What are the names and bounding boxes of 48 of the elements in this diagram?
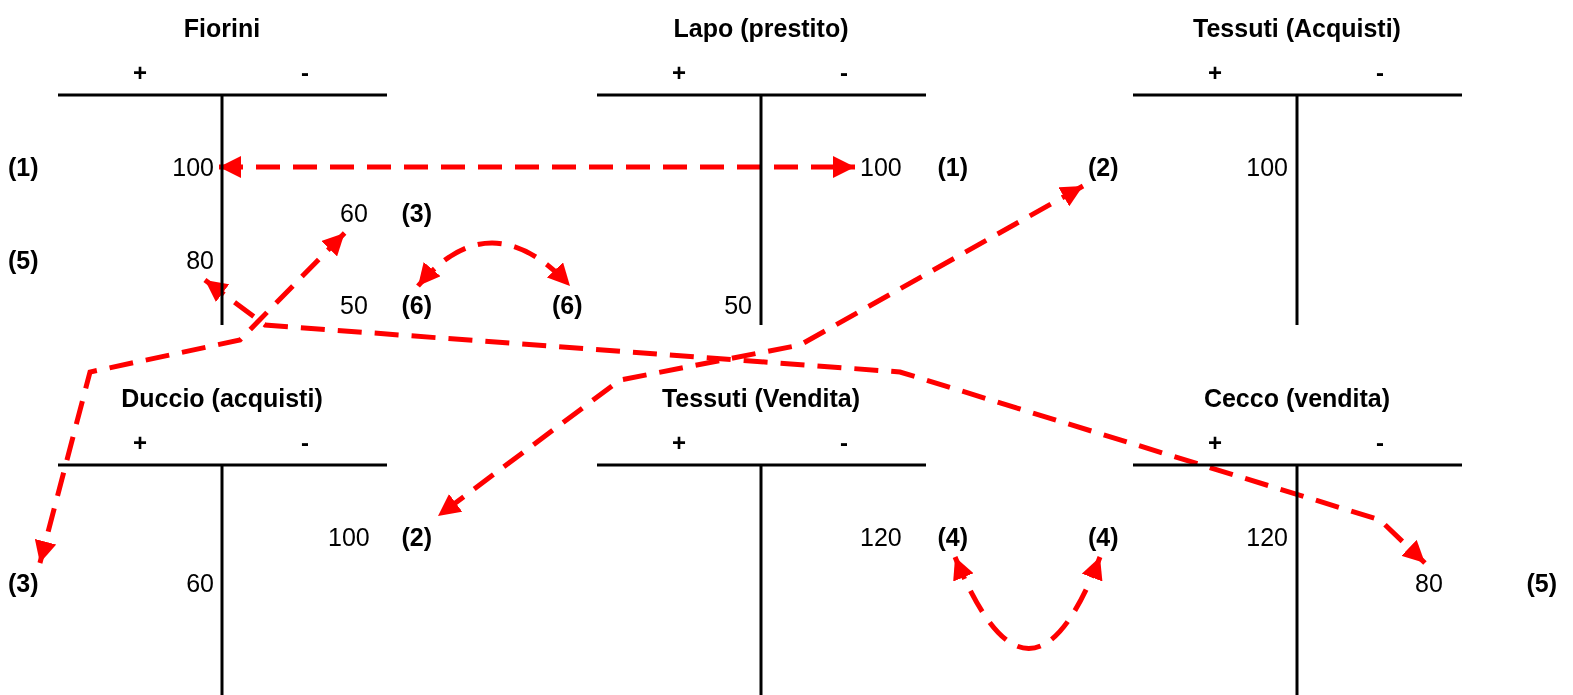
entry-number: (1) <box>8 152 39 183</box>
account-title: Cecco (vendita) <box>1203 383 1391 414</box>
sign-label: + <box>133 428 147 458</box>
amount: 100 <box>172 152 214 183</box>
sign-label: - <box>840 428 848 458</box>
entry-number: (1) <box>937 152 968 183</box>
account-title: Fiorini <box>183 13 261 44</box>
entry-number: (2) <box>401 522 432 553</box>
sign-label: + <box>133 58 147 88</box>
arrow <box>416 240 572 288</box>
entry-number: (4) <box>1088 522 1119 553</box>
amount: 100 <box>860 152 902 183</box>
entry-number: (3) <box>401 198 432 229</box>
account-title: Duccio (acquisti) <box>121 383 323 414</box>
entry-number: (5) <box>8 245 39 276</box>
sign-label: - <box>301 58 309 88</box>
amount: 50 <box>724 290 752 321</box>
sign-label: + <box>672 428 686 458</box>
entry-number: (4) <box>937 522 968 553</box>
amount: 100 <box>328 522 370 553</box>
arrow <box>436 183 1085 518</box>
amount: 80 <box>186 245 214 276</box>
entry-number: (3) <box>8 568 39 599</box>
sign-label: - <box>840 58 848 88</box>
amount: 60 <box>340 198 368 229</box>
arrow <box>952 556 1103 651</box>
amount: 80 <box>1415 568 1443 599</box>
arrow <box>34 231 347 564</box>
amount: 120 <box>860 522 902 553</box>
sign-label: + <box>1208 58 1222 88</box>
account-title: Lapo (prestito) <box>673 13 849 44</box>
entry-number: (6) <box>552 290 583 321</box>
amount: 50 <box>340 290 368 321</box>
arrow <box>219 156 855 178</box>
entry-number: (6) <box>401 290 432 321</box>
account-title: Tessuti (Acquisti) <box>1193 13 1401 44</box>
entry-number: (5) <box>1526 568 1557 599</box>
sign-label: - <box>1376 58 1384 88</box>
sign-label: - <box>1376 428 1384 458</box>
sign-label: + <box>1208 428 1222 458</box>
amount: 120 <box>1246 522 1288 553</box>
arrow <box>203 278 1427 565</box>
account-title: Tessuti (Vendita) <box>661 383 861 414</box>
amount: 60 <box>186 568 214 599</box>
sign-label: - <box>301 428 309 458</box>
amount: 100 <box>1246 152 1288 183</box>
sign-label: + <box>672 58 686 88</box>
entry-number: (2) <box>1088 152 1119 183</box>
